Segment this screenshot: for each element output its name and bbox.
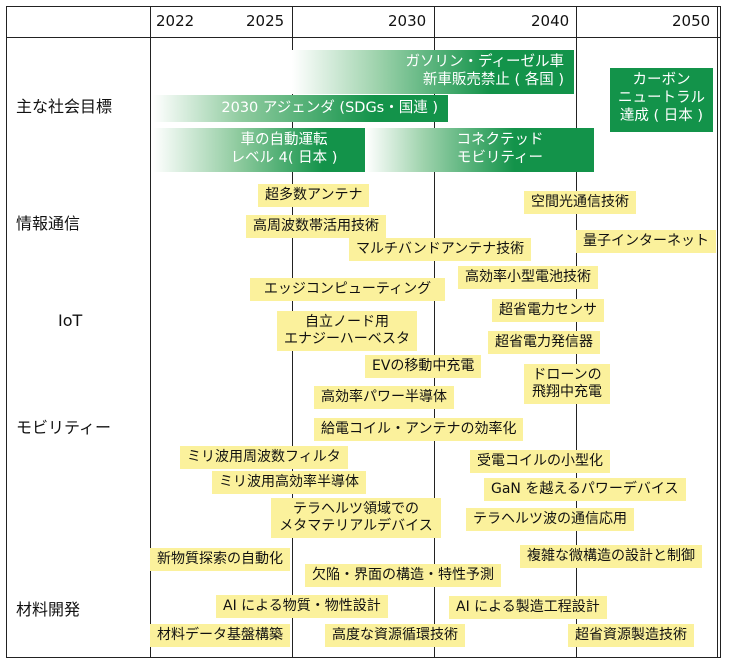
tech-high-freq: 高周波数帯活用技術 bbox=[246, 215, 386, 238]
header-divider bbox=[6, 37, 721, 38]
bar-2030-agenda-label: 2030 アジェンダ (SDGs・国連 ) bbox=[221, 100, 438, 116]
box-carbon-neutral-line3: 達成 ( 日本 ) bbox=[619, 108, 704, 124]
category-materials: 材料開発 bbox=[16, 600, 81, 619]
year-2040: 2040 bbox=[531, 12, 570, 30]
bar-autonomous-driving-line1: 車の自動運転 bbox=[240, 132, 328, 148]
tech-drone-charging: ドローンの 飛翔中充電 bbox=[524, 364, 610, 404]
tech-microstructure-design: 複雑な微構造の設計と制御 bbox=[520, 545, 702, 568]
bar-gasoline-ban-line2: 新車販売禁止 ( 各国 ) bbox=[422, 72, 564, 88]
bar-gasoline-ban-line1: ガソリン・ディーゼル車 bbox=[405, 54, 564, 70]
tech-many-antenna: 超多数アンテナ bbox=[258, 184, 370, 207]
year-2022: 2022 bbox=[156, 12, 195, 30]
bar-connected-mobility-line2: モビリティー bbox=[456, 150, 544, 166]
bar-connected-mobility: コネクテッド モビリティー bbox=[366, 128, 594, 172]
tech-thz-metamaterial-line2: メタマテリアルデバイス bbox=[279, 518, 433, 534]
tech-resource-recycling: 高度な資源循環技術 bbox=[325, 624, 465, 647]
box-carbon-neutral-line2: ニュートラル bbox=[618, 90, 705, 106]
category-social-goals: 主な社会目標 bbox=[16, 97, 113, 116]
tech-ai-process-design: AI による製造工程設計 bbox=[449, 596, 607, 619]
tech-space-optical: 空間光通信技術 bbox=[524, 191, 636, 214]
tech-coil-efficiency: 給電コイル・アンテナの効率化 bbox=[314, 418, 524, 441]
bar-connected-mobility-line1: コネクテッド bbox=[456, 132, 544, 148]
tech-material-search-automation: 新物質探索の自動化 bbox=[150, 548, 290, 571]
bar-gasoline-ban: ガソリン・ディーゼル車 新車販売禁止 ( 各国 ) bbox=[292, 50, 574, 94]
tech-drone-charging-line1: ドローンの bbox=[532, 367, 602, 383]
tech-energy-harvester: 自立ノード用 エナジーハーベスタ bbox=[277, 311, 417, 351]
tech-ultra-low-power-transmitter: 超省電力発信器 bbox=[488, 331, 600, 354]
roadmap-frame bbox=[6, 6, 721, 658]
tech-coil-miniaturization: 受電コイルの小型化 bbox=[470, 450, 610, 473]
category-mobility: モビリティー bbox=[16, 418, 112, 437]
tech-defect-prediction: 欠陥・界面の構造・特性予測 bbox=[305, 564, 501, 587]
year-2025: 2025 bbox=[246, 12, 285, 30]
bar-autonomous-driving-line2: レベル 4( 日本 ) bbox=[230, 150, 338, 166]
tech-small-battery: 高効率小型電池技術 bbox=[458, 266, 598, 289]
gridline-2050 bbox=[717, 6, 718, 658]
tech-energy-harvester-line2: エナジーハーベスタ bbox=[284, 331, 410, 347]
bar-autonomous-driving: 車の自動運転 レベル 4( 日本 ) bbox=[153, 128, 365, 172]
category-iot: IoT bbox=[58, 311, 83, 330]
bar-2030-agenda: 2030 アジェンダ (SDGs・国連 ) bbox=[153, 95, 448, 122]
box-carbon-neutral-line1: カーボン bbox=[632, 72, 691, 88]
tech-mmwave-semiconductor: ミリ波用高効率半導体 bbox=[212, 471, 366, 494]
tech-ev-dynamic-charging: EVの移動中充電 bbox=[365, 355, 482, 378]
tech-thz-metamaterial: テラヘルツ領域での メタマテリアルデバイス bbox=[271, 498, 441, 538]
tech-thz-communication: テラヘルツ波の通信応用 bbox=[466, 508, 634, 531]
tech-mmwave-filter: ミリ波用周波数フィルタ bbox=[180, 446, 348, 469]
tech-power-semiconductor: 高効率パワー半導体 bbox=[314, 386, 454, 409]
tech-material-database: 材料データ基盤構築 bbox=[150, 624, 290, 647]
tech-ai-material-design: AI による物質・物性設計 bbox=[216, 595, 388, 618]
gridline-2030 bbox=[434, 6, 435, 658]
category-info-comm: 情報通信 bbox=[16, 214, 81, 233]
tech-quantum-internet: 量子インターネット bbox=[576, 230, 716, 253]
tech-multiband-antenna: マルチバンドアンテナ技術 bbox=[349, 238, 532, 261]
tech-thz-metamaterial-line1: テラヘルツ領域での bbox=[293, 501, 419, 517]
tech-beyond-gan: GaN を越えるパワーデバイス bbox=[484, 478, 686, 501]
tech-resource-saving-manufacturing: 超省資源製造技術 bbox=[568, 624, 694, 647]
gridline-2022 bbox=[150, 6, 151, 658]
tech-ultra-low-power-sensor: 超省電力センサ bbox=[492, 299, 604, 322]
year-2030: 2030 bbox=[388, 12, 427, 30]
year-2050: 2050 bbox=[672, 12, 711, 30]
tech-energy-harvester-line1: 自立ノード用 bbox=[305, 314, 389, 330]
tech-edge-computing: エッジコンピューティング bbox=[250, 278, 445, 301]
tech-drone-charging-line2: 飛翔中充電 bbox=[532, 384, 602, 400]
box-carbon-neutral: カーボン ニュートラル 達成 ( 日本 ) bbox=[610, 68, 713, 132]
